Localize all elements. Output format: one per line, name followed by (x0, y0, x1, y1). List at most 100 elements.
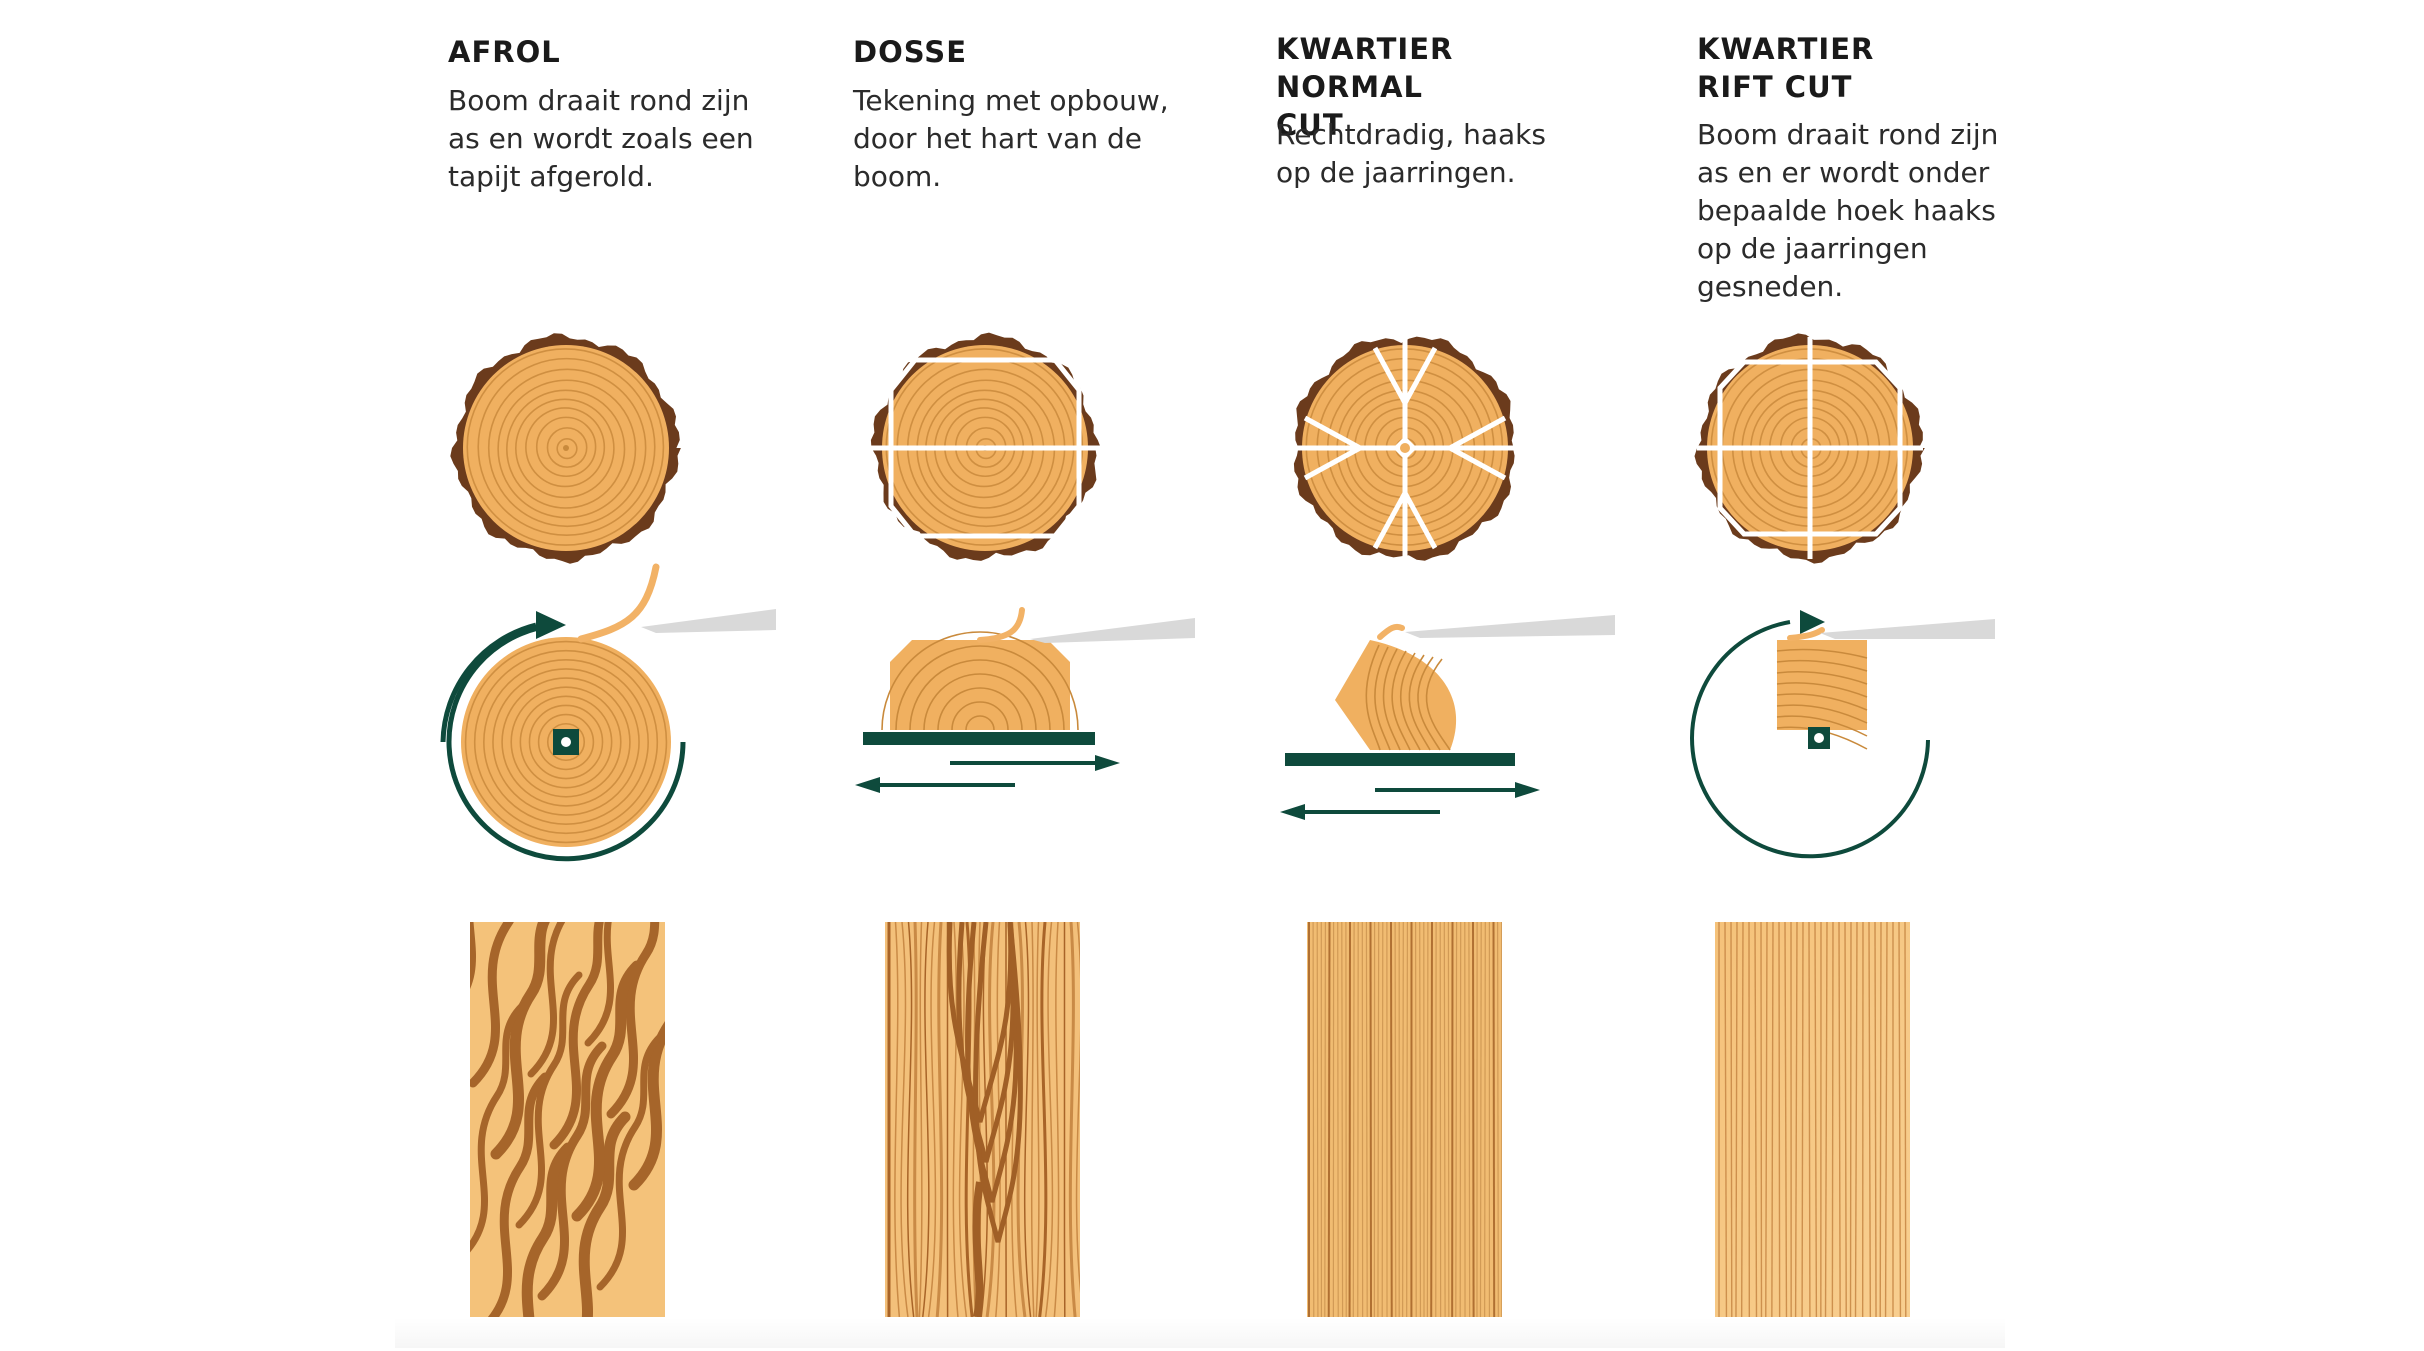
pith (563, 445, 569, 451)
grain-line (958, 922, 968, 1317)
growth-ring (923, 673, 1037, 731)
growth-ring (501, 677, 631, 807)
desc-line: as en wordt zoals een (448, 122, 754, 155)
growth-ring (1391, 650, 1411, 751)
grain-figure (887, 922, 1080, 1317)
log-flat-cut-icon (868, 332, 1102, 561)
growth-ring (497, 379, 637, 519)
grain-line (1496, 922, 1499, 1317)
slicing-table (863, 732, 1095, 745)
column-title: DOSSE (853, 33, 967, 71)
grain-line (1724, 922, 1728, 1317)
grain-line (1327, 922, 1331, 1317)
growth-ring (464, 640, 668, 844)
split-cut-line (1303, 445, 1362, 481)
growth-ring (1776, 715, 1868, 737)
cathedral-arc (956, 922, 1016, 1163)
growth-ring (546, 427, 588, 468)
grain-figure (1718, 922, 1907, 1317)
grain-line (1808, 922, 1811, 1317)
grain-line (1735, 922, 1738, 1317)
cathedral-arc (946, 922, 1014, 1123)
grain-line (927, 922, 937, 1317)
grain-line (1312, 922, 1315, 1317)
grain-line (1030, 922, 1035, 1317)
rotation-arc (1690, 620, 1930, 859)
grain-line (894, 922, 901, 1317)
grain-line (1352, 922, 1355, 1317)
growth-ring (1776, 671, 1868, 685)
grain-line (1365, 922, 1368, 1317)
straight-grain-veneer-icon (1307, 922, 1502, 1317)
title-line: RIFT CUT (1697, 70, 1853, 104)
desc-line: boom. (853, 160, 942, 193)
grain-streak (571, 960, 643, 1222)
column-description: Tekening met opbouw, door het hart van d… (853, 82, 1183, 196)
spindle-hole (1814, 733, 1824, 743)
knife-blade (1820, 619, 1995, 639)
growth-ring (510, 686, 622, 798)
title-line: DOSSE (853, 35, 968, 69)
rotation-arrowhead (1800, 610, 1825, 634)
heart-streak (972, 1181, 984, 1317)
column-title: AFROL (448, 33, 561, 71)
column-title: KWARTIER NORMAL CUT (1276, 30, 1453, 144)
title-line: KWARTIER (1697, 32, 1875, 66)
spindle-hole (561, 737, 571, 747)
grain-line (1831, 922, 1834, 1317)
split-cut-line (1402, 491, 1438, 550)
rotation-arc (446, 622, 686, 862)
desc-line: as en er wordt onder (1697, 156, 1990, 189)
grain-line (1316, 922, 1319, 1317)
cathedral-arc (973, 922, 1023, 1243)
grain-line (1794, 922, 1798, 1317)
cathedral-arc (965, 922, 1019, 1203)
grain-streak (527, 922, 566, 1078)
grain-line (935, 922, 944, 1317)
rift-rotary-slice-icon (1690, 610, 1995, 859)
growth-ring (1408, 654, 1431, 751)
grain-line (1390, 922, 1393, 1317)
growth-ring (537, 713, 595, 771)
cathedral-grain-veneer-icon (885, 922, 1080, 1317)
grain-streak (578, 1111, 631, 1317)
grain-line (985, 922, 996, 1317)
desc-line: gesneden. (1697, 270, 1844, 303)
motion-arrowhead-right (1095, 755, 1120, 771)
growth-ring (965, 715, 995, 731)
grain-line (1778, 922, 1781, 1317)
grain-line (1419, 922, 1422, 1317)
grain-line (1879, 922, 1882, 1317)
veneer-peel (577, 563, 660, 643)
fine-straight-grain-veneer-icon (1715, 922, 1910, 1317)
veneer-panel (1715, 922, 1910, 1317)
growth-ring (1374, 646, 1391, 751)
motion-arrowhead-left (1280, 804, 1305, 820)
grain-line (1730, 922, 1733, 1317)
grain-line (1844, 922, 1847, 1317)
growth-ring (1776, 659, 1868, 672)
grain-streak (470, 1002, 526, 1253)
title-line: KWARTIER (1276, 32, 1454, 66)
motion-arrowhead-right (1515, 782, 1540, 798)
grain-line (1801, 922, 1804, 1317)
veneer-peel (1377, 623, 1405, 640)
quarter-slice-icon (1280, 615, 1615, 820)
wavy-grain-veneer-icon (470, 922, 665, 1317)
desc-line: op de jaarringen. (1276, 156, 1516, 189)
grain-line (1075, 922, 1080, 1294)
growth-ring (492, 668, 640, 816)
growth-ring (1382, 648, 1401, 751)
knife-blade (641, 609, 776, 633)
quarter-log (1335, 640, 1457, 750)
grain-line (1740, 922, 1744, 1317)
grain-line (1479, 922, 1482, 1317)
grain-line (1406, 922, 1409, 1317)
grain-line (1426, 922, 1429, 1317)
desc-line: bepaalde hoek haaks (1697, 194, 1996, 227)
split-cut-line (1303, 415, 1362, 451)
grain-line (918, 922, 923, 1317)
growth-ring (487, 368, 647, 528)
grain-line (906, 922, 915, 1317)
log-cross-section-icon (450, 333, 681, 564)
